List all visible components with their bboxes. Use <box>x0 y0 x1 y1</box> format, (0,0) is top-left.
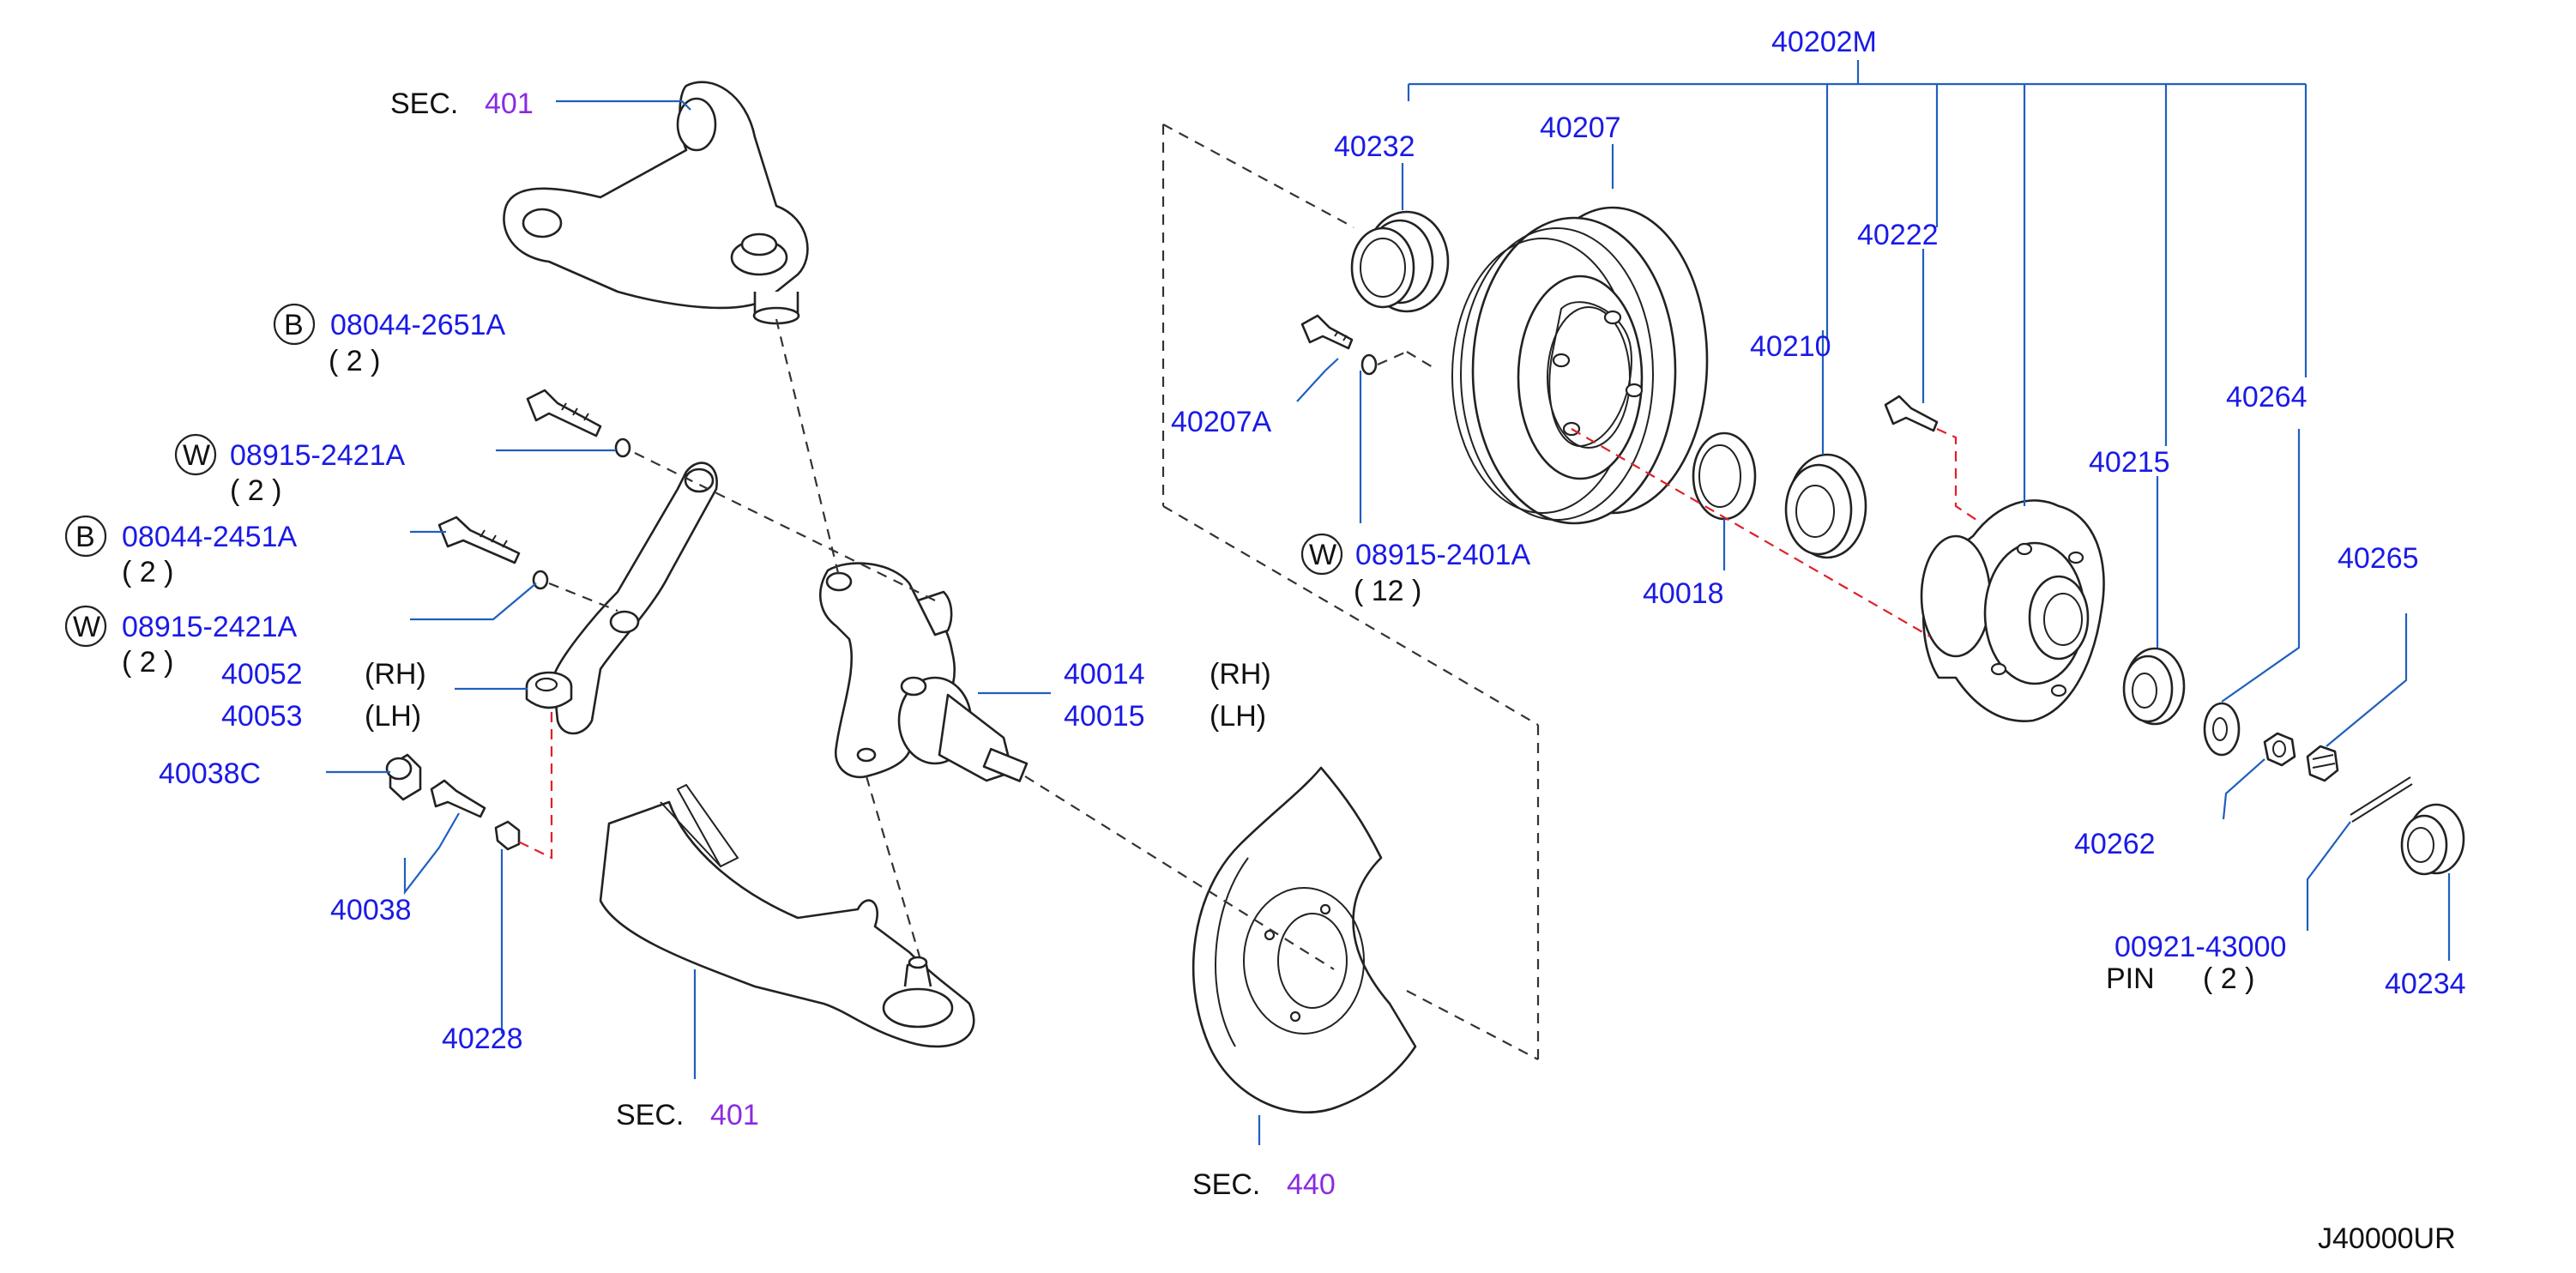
bolt-08044-2651a <box>526 389 602 437</box>
oil-seal-40232 <box>1350 210 1450 313</box>
washer-40264 <box>2203 702 2241 757</box>
lower-control-arm <box>599 783 975 1048</box>
fastener-b1-qty: ( 2 ) <box>329 345 380 377</box>
washer-08915-2421a-lower <box>532 570 549 590</box>
grease-seal-40018 <box>1692 431 1757 521</box>
hub-bolt-40207a <box>1300 314 1354 350</box>
part-40207[interactable]: 40207 <box>1540 112 1621 144</box>
part-40264[interactable]: 40264 <box>2226 381 2308 413</box>
sec-bottom-number[interactable]: 401 <box>710 1099 759 1131</box>
part-40052[interactable]: 40052 <box>221 658 303 691</box>
fastener-w1-part[interactable]: 08915-2421A <box>230 439 406 472</box>
bushing-40038c <box>385 753 422 801</box>
sec-bottom-prefix: SEC. <box>616 1099 684 1131</box>
bearing-40210 <box>1784 453 1867 559</box>
part-40018[interactable]: 40018 <box>1643 577 1724 610</box>
marker-circle-b2 <box>64 515 107 558</box>
disc-rotor-40207 <box>1451 206 1709 525</box>
part-40262[interactable]: 40262 <box>2074 828 2156 860</box>
pin-label: PIN <box>2106 962 2155 995</box>
part-40052-side: (RH) <box>365 658 426 691</box>
part-40015-side: (LH) <box>1210 700 1266 733</box>
part-40014-side: (RH) <box>1210 658 1271 691</box>
splash-shield <box>1191 766 1417 1113</box>
part-40265[interactable]: 40265 <box>2338 542 2419 575</box>
part-40014[interactable]: 40014 <box>1064 658 1145 691</box>
fastener-w2-part[interactable]: 08915-2421A <box>122 611 298 643</box>
lock-nut-40265 <box>2306 745 2339 782</box>
leader-lines <box>326 60 2451 1145</box>
part-40038[interactable]: 40038 <box>330 894 412 926</box>
pin-qty: ( 2 ) <box>2203 962 2254 995</box>
sec-top-prefix: SEC. <box>390 87 458 120</box>
part-40053-side: (LH) <box>365 700 421 733</box>
marker-circle-b1 <box>273 303 316 346</box>
fastener-w3-part[interactable]: 08915-2401A <box>1355 539 1531 571</box>
sec-shield-number[interactable]: 440 <box>1287 1168 1336 1201</box>
part-40234[interactable]: 40234 <box>2385 968 2466 1000</box>
fastener-b2-qty: ( 2 ) <box>122 556 173 588</box>
part-40232[interactable]: 40232 <box>1334 130 1415 163</box>
bearing-40215 <box>2122 647 2186 726</box>
part-40210[interactable]: 40210 <box>1750 330 1831 363</box>
nut-40262 <box>2263 732 2296 767</box>
fastener-w3-qty: ( 12 ) <box>1354 575 1421 607</box>
part-40202m[interactable]: 40202M <box>1771 26 1877 58</box>
part-40207a[interactable]: 40207A <box>1171 406 1272 438</box>
diagram-code: J40000UR <box>2318 1222 2456 1255</box>
marker-b2: B <box>75 521 95 553</box>
hub-cap-40234 <box>2400 803 2465 876</box>
part-40038c[interactable]: 40038C <box>159 757 261 790</box>
hub-bolt-40222 <box>1884 395 1939 432</box>
assembly-dashed-lines <box>512 124 1982 1060</box>
bolt-40038 <box>430 779 486 818</box>
bolt-08044-2451a <box>437 516 521 564</box>
fastener-w2-qty: ( 2 ) <box>122 646 173 679</box>
marker-circle-w2 <box>64 605 107 648</box>
washer-08915-2401a <box>1360 353 1378 376</box>
washer-08915-2421a-upper <box>614 437 631 458</box>
fastener-w1-qty: ( 2 ) <box>230 474 281 507</box>
knuckle-spindle <box>819 562 1029 782</box>
marker-circle-w1 <box>174 433 217 476</box>
part-40222[interactable]: 40222 <box>1857 219 1939 251</box>
hub-40202m <box>1920 499 2105 722</box>
marker-b1: B <box>284 309 304 341</box>
marker-w1: W <box>183 439 210 472</box>
sec-top-number[interactable]: 401 <box>485 87 534 120</box>
marker-circle-w3 <box>1300 533 1343 576</box>
steering-arm <box>525 462 718 735</box>
part-40015[interactable]: 40015 <box>1064 700 1145 733</box>
marker-w2: W <box>73 611 100 643</box>
part-40228[interactable]: 40228 <box>442 1023 523 1055</box>
cotter-pin-00921-43000 <box>2350 776 2413 823</box>
fastener-b1-part[interactable]: 08044-2651A <box>330 309 506 341</box>
upper-control-arm <box>503 81 809 325</box>
fastener-b2-part[interactable]: 08044-2451A <box>122 521 298 553</box>
marker-w3: W <box>1309 539 1336 571</box>
nut-40228 <box>494 820 521 851</box>
part-00921-43000[interactable]: 00921-43000 <box>2114 931 2286 963</box>
part-40215[interactable]: 40215 <box>2089 446 2170 479</box>
sec-shield-prefix: SEC. <box>1192 1168 1260 1201</box>
part-40053[interactable]: 40053 <box>221 700 303 733</box>
